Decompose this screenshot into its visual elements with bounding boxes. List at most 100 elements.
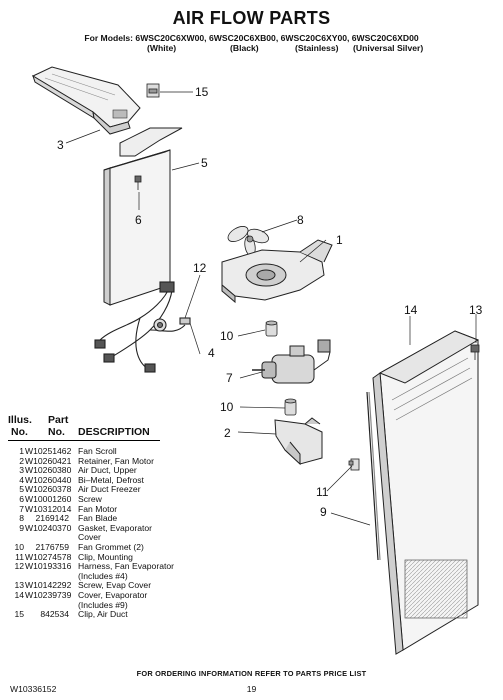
part-description: Fan Scroll [78,446,117,456]
header-illus: Illus. [8,414,32,426]
callout-4: 4 [208,346,215,360]
callout-numbers: 1 2 3 4 5 6 7 8 9 10 10 11 12 13 14 15 [57,85,483,519]
part-number: W10274578 [25,551,72,562]
callout-10-lower: 10 [220,400,234,414]
illus-number: 12 [14,561,24,572]
header-part-no: No. [48,426,65,438]
part-description: Gasket, Evaporator Cover [78,522,153,543]
part-description: Harness, Fan Evaporator (Includes #4) [78,561,175,581]
part-description: Air Duct, Upper [78,465,137,476]
part-description: Bi–Metal, Defrost [78,474,144,485]
part-14-evaporator-cover [372,330,480,655]
part-10-grommet-upper [265,320,278,337]
illus-number: 1 [19,446,24,456]
part-15-clip [146,83,160,98]
callout-3: 3 [57,138,64,152]
callout-7: 7 [226,371,233,385]
part-description: Screw, Evap Cover [78,580,152,591]
header-part: Part [48,414,69,426]
part-description: Fan Motor [78,503,118,514]
part-number: W10001260 [25,493,72,504]
part-description: Retainer, Fan Motor [78,455,154,466]
illus-number: 2 [19,455,24,466]
part-number: W10251462 [25,446,72,456]
callout-8: 8 [297,213,304,227]
part-description: Air Duct Freezer [78,484,141,495]
illus-number: 13 [14,580,24,591]
header-rule [8,440,160,441]
models-line: For Models: 6WSC20C6XW00, 6WSC20C6XB00, … [84,33,419,43]
part-description: Clip, Mounting [78,551,133,562]
part-number: W10260380 [25,465,72,476]
part-6-screw [134,175,142,190]
part-11-clip [348,458,360,471]
callout-5: 5 [201,156,208,170]
callout-14: 14 [404,303,418,317]
part-9-gasket [366,391,381,561]
illus-number: 3 [19,465,24,476]
callout-11: 11 [316,485,329,499]
illus-number: 4 [19,474,24,485]
part-description: Clip, Air Duct [78,609,128,620]
part-description: Fan Blade [78,513,118,524]
header-description: DESCRIPTION [78,426,150,438]
illus-number: 15 [14,609,24,620]
part-number: W10260440 [25,474,72,485]
part-number: 842534 [40,609,69,620]
part-number: W10142292 [25,580,72,591]
model-color-stainless: (Stainless) [295,43,339,53]
model-color-white: (White) [147,43,177,53]
model-color-black: (Black) [230,43,259,53]
part-number: W10240370 [25,522,72,533]
part-3-upper-air-duct [31,66,141,135]
part-number: W10260421 [25,455,72,466]
part-description: Cover, Evaporator (Includes #9) [78,589,148,610]
illus-number: 11 [15,551,24,562]
table-row: 15 842534 Clip, Air Duct [8,609,178,620]
part-7-fan-motor [252,339,331,384]
callout-12: 12 [193,261,207,275]
part-number: W10260378 [25,484,72,495]
duct-connector [119,127,183,157]
leader-lines [65,91,477,526]
callout-9: 9 [320,505,327,519]
callout-13: 13 [469,303,483,317]
ordering-note: FOR ORDERING INFORMATION REFER TO PARTS … [136,669,367,678]
illus-number: 10 [14,541,24,552]
callout-2: 2 [224,426,231,440]
table-row: 10 2176759 Fan Grommet (2) [8,541,178,553]
illus-number: 8 [19,513,24,524]
part-number: W10239739 [25,589,72,600]
illus-number: 14 [14,589,24,600]
page-title: AIR FLOW PARTS [172,8,331,28]
callout-10-upper: 10 [220,329,234,343]
part-13-screw [470,344,480,360]
part-12-harness [94,281,191,373]
part-number: 2176759 [35,541,69,552]
header-illus-no: No. [11,426,28,438]
illus-number: 6 [19,493,24,504]
callout-1: 1 [336,233,343,247]
part-2-retainer-fan-motor [274,417,323,466]
page-number: 19 [246,684,257,694]
illus-number: 5 [19,484,24,495]
illus-number: 7 [19,503,24,514]
callout-15: 15 [195,85,209,99]
illus-number: 9 [19,522,24,533]
callout-6: 6 [135,213,142,227]
model-color-silver: (Universal Silver) [353,43,424,53]
part-description: Screw [78,493,102,504]
part-8-fan-blade [227,226,269,257]
part-description: Fan Grommet (2) [78,541,144,552]
